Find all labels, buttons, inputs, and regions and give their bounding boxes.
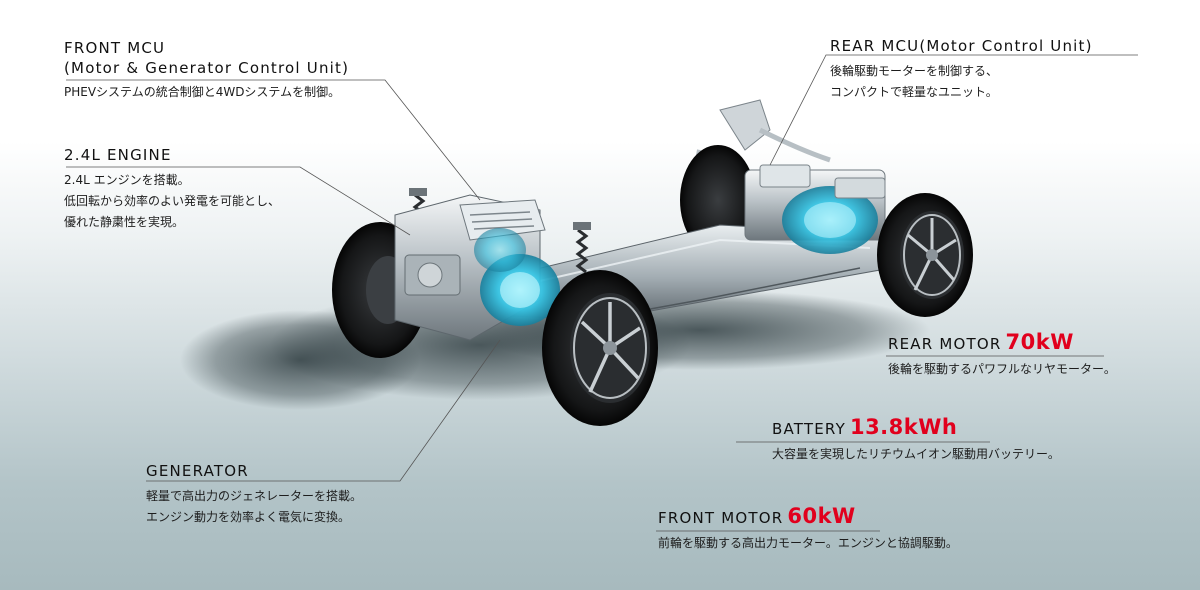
rear-motor-desc-line: 後輪を駆動するパワフルなリヤモーター。 [888,362,1116,376]
engine-desc-line: 2.4L エンジンを搭載。 [64,173,190,187]
battery-desc: 大容量を実現したリチウムイオン駆動用バッテリー。 [772,444,1060,465]
battery-value: 13.8kWh [849,415,958,439]
engine-callout: 2.4L ENGINE 2.4L エンジンを搭載。 低回転から効率のよい発電を可… [64,145,280,233]
engine-desc: 2.4L エンジンを搭載。 低回転から効率のよい発電を可能とし、 優れた静粛性を… [64,170,280,233]
generator-desc-line: 軽量で高出力のジェネレーターを搭載。 [146,489,363,503]
front-motor-desc: 前輪を駆動する高出力モーター。エンジンと協調駆動。 [658,533,958,554]
rear-motor-title: REAR MOTOR [888,335,1002,353]
generator-callout: GENERATOR 軽量で高出力のジェネレーターを搭載。 エンジン動力を効率よく… [146,461,362,528]
generator-title: GENERATOR [146,462,249,480]
generator-desc: 軽量で高出力のジェネレーターを搭載。 エンジン動力を効率よく電気に変換。 [146,486,362,528]
battery-callout: BATTERY 13.8kWh 大容量を実現したリチウムイオン駆動用バッテリー。 [772,415,1060,465]
front-mcu-title-line1: FRONT MCU [64,39,166,57]
rear-motor-callout: REAR MOTOR 70kW 後輪を駆動するパワフルなリヤモーター。 [888,330,1116,380]
battery-heading: BATTERY 13.8kWh [772,415,1060,439]
front-motor-title: FRONT MOTOR [658,509,784,527]
rear-mcu-callout: REAR MCU(Motor Control Unit) 後輪駆動モーターを制御… [830,36,1093,103]
front-mcu-desc-line: PHEVシステムの統合制御と4WDシステムを制御。 [64,85,341,99]
rear-mcu-desc: 後輪駆動モーターを制御する、 コンパクトで軽量なユニット。 [830,61,1093,103]
front-motor-heading: FRONT MOTOR 60kW [658,504,958,528]
rear-motor-desc: 後輪を駆動するパワフルなリヤモーター。 [888,359,1116,380]
front-motor-desc-line: 前輪を駆動する高出力モーター。エンジンと協調駆動。 [658,536,958,550]
rear-mcu-title: REAR MCU(Motor Control Unit) [830,37,1093,55]
rear-motor-heading: REAR MOTOR 70kW [888,330,1116,354]
rear-motor-value: 70kW [1005,330,1074,354]
front-mcu-desc: PHEVシステムの統合制御と4WDシステムを制御。 [64,82,349,103]
battery-desc-line: 大容量を実現したリチウムイオン駆動用バッテリー。 [772,447,1060,461]
front-mcu-title-line2: (Motor & Generator Control Unit) [64,59,350,77]
engine-title: 2.4L ENGINE [64,146,172,164]
rear-mcu-desc-line: コンパクトで軽量なユニット。 [830,85,998,99]
front-mcu-callout: FRONT MCU (Motor & Generator Control Uni… [64,38,349,103]
engine-desc-line: 優れた静粛性を実現。 [64,215,185,229]
front-motor-callout: FRONT MOTOR 60kW 前輪を駆動する高出力モーター。エンジンと協調駆… [658,504,958,554]
battery-title: BATTERY [772,420,846,438]
generator-desc-line: エンジン動力を効率よく電気に変換。 [146,510,351,524]
rear-mcu-desc-line: 後輪駆動モーターを制御する、 [830,64,999,78]
front-motor-value: 60kW [787,504,856,528]
engine-desc-line: 低回転から効率のよい発電を可能とし、 [64,194,281,208]
